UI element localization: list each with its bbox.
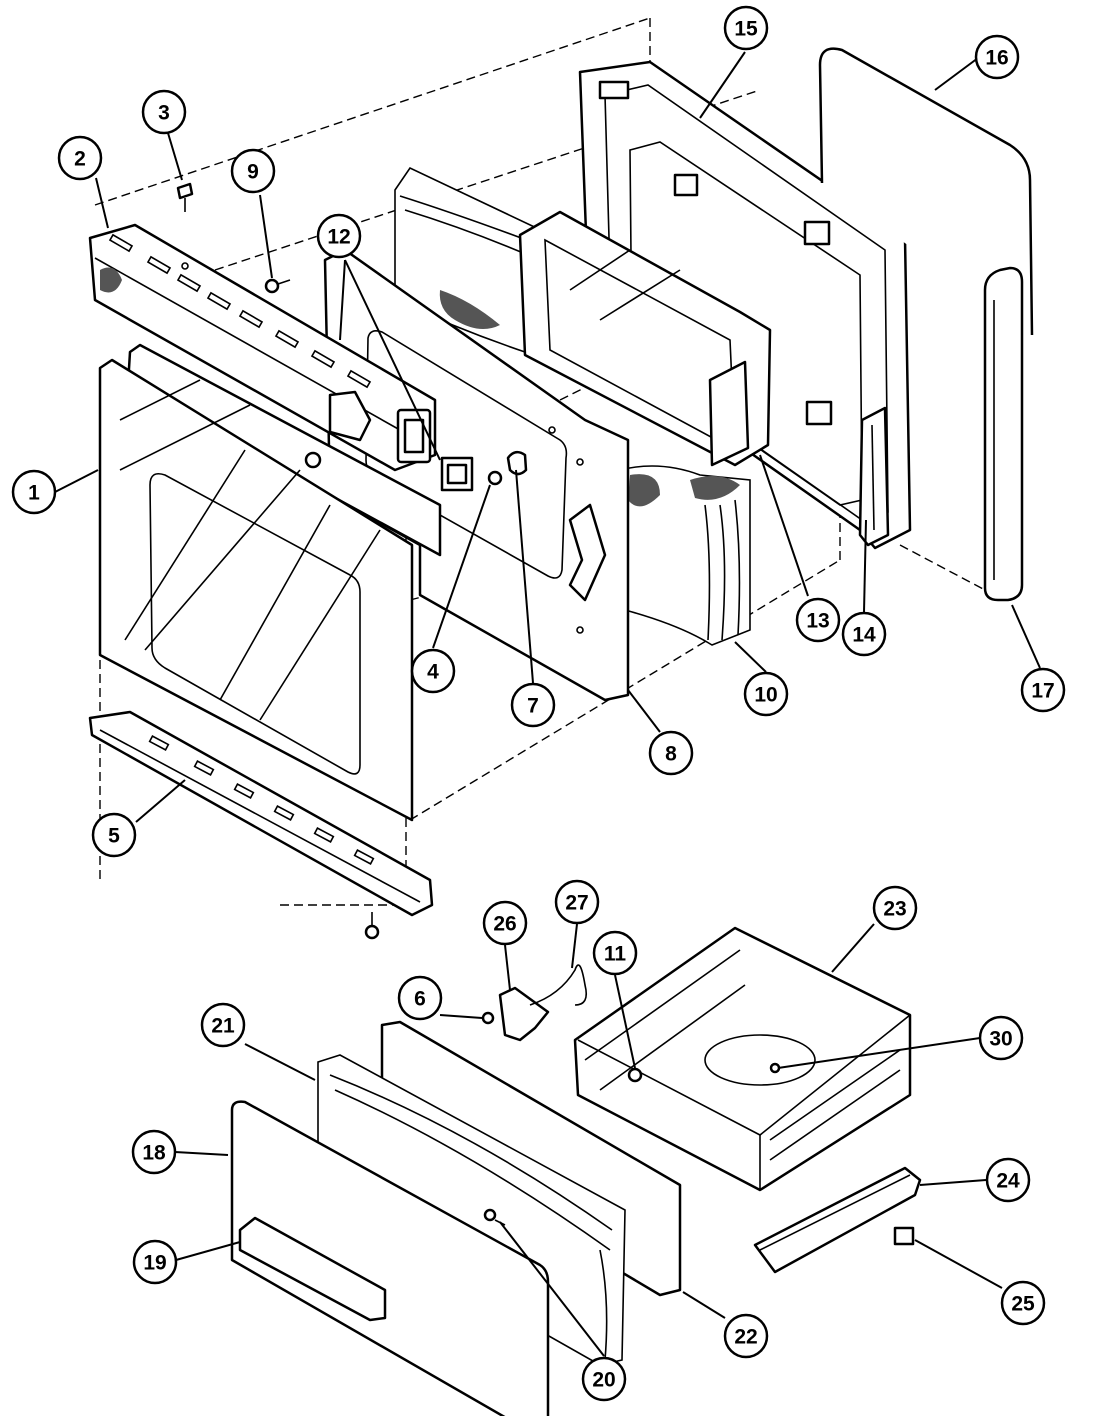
callout-16-label: 16 — [985, 47, 1008, 70]
callout-13-label: 13 — [806, 610, 829, 633]
callout-3-label: 3 — [158, 102, 170, 125]
callout-26-label: 26 — [493, 913, 516, 936]
callout-3: 3 — [141, 89, 187, 135]
callout-16: 16 — [974, 34, 1020, 80]
callout-1: 1 — [11, 469, 57, 515]
drawer-slide-part — [753, 1166, 922, 1274]
callout-4: 4 — [410, 648, 456, 694]
callout-18: 18 — [131, 1129, 177, 1175]
callout-15: 15 — [723, 5, 769, 51]
door-trim-part — [983, 266, 1024, 602]
door-insulation-part — [394, 166, 751, 646]
callout-4-label: 4 — [427, 661, 439, 684]
callout-20: 20 — [581, 1356, 627, 1402]
callout-24-label: 24 — [996, 1170, 1020, 1193]
callout-2: 2 — [57, 135, 103, 181]
drawer-bracket-part — [481, 964, 588, 1042]
callout-10-label: 10 — [754, 684, 777, 707]
callout-22-label: 22 — [734, 1326, 757, 1349]
callout-30-label: 30 — [989, 1028, 1012, 1051]
callout-9: 9 — [230, 148, 276, 194]
callout-25: 25 — [1000, 1280, 1046, 1326]
callout-13: 13 — [795, 597, 841, 643]
callout-5-label: 5 — [108, 825, 120, 848]
door-switch-part — [440, 450, 528, 492]
callout-21-label: 21 — [211, 1015, 235, 1038]
callout-14-label: 14 — [852, 624, 876, 647]
callout-10: 10 — [743, 671, 789, 717]
callout-8-label: 8 — [665, 743, 677, 766]
callout-24: 24 — [985, 1157, 1031, 1203]
callout-14: 14 — [841, 611, 887, 657]
door-liner-part — [518, 210, 772, 467]
callout-6: 6 — [397, 975, 443, 1021]
bottom-trim-part — [88, 710, 434, 917]
callout-7: 7 — [510, 682, 556, 728]
callout-11-label: 11 — [604, 943, 627, 966]
callout-25-label: 25 — [1011, 1293, 1035, 1316]
callout-5: 5 — [91, 812, 137, 858]
callout-8: 8 — [648, 730, 694, 776]
callout-18-label: 18 — [142, 1142, 166, 1165]
callout-23: 23 — [872, 885, 918, 931]
control-panel-part — [88, 223, 437, 472]
screw-parts — [176, 182, 380, 940]
callout-20-label: 20 — [592, 1369, 615, 1392]
callout-1-label: 1 — [28, 482, 40, 505]
callout-17-label: 17 — [1031, 680, 1054, 703]
callout-12-label: 12 — [327, 226, 350, 249]
callout-12: 12 — [316, 213, 362, 259]
callout-26: 26 — [482, 900, 528, 946]
callout-9-label: 9 — [247, 161, 259, 184]
callout-7-label: 7 — [527, 695, 539, 718]
outer-door-glass-part — [98, 343, 442, 822]
callout-21: 21 — [200, 1002, 246, 1048]
door-gasket-part — [818, 47, 1034, 336]
callout-6-label: 6 — [414, 988, 426, 1011]
callout-30: 30 — [978, 1015, 1024, 1061]
callout-23-label: 23 — [883, 898, 906, 921]
callout-15-label: 15 — [734, 18, 758, 41]
callout-11: 11 — [592, 930, 638, 976]
callout-22: 22 — [723, 1313, 769, 1359]
callout-2-label: 2 — [74, 148, 86, 171]
callout-17: 17 — [1020, 667, 1066, 713]
callout-leaders — [54, 51, 1041, 1357]
callout-19-label: 19 — [143, 1252, 166, 1275]
callout-27: 27 — [554, 879, 600, 925]
callout-19: 19 — [132, 1239, 178, 1285]
door-hinge-part — [858, 406, 890, 547]
callout-27-label: 27 — [565, 892, 588, 915]
drawer-box-part — [573, 926, 912, 1192]
drawer-front-part — [230, 1020, 682, 1416]
